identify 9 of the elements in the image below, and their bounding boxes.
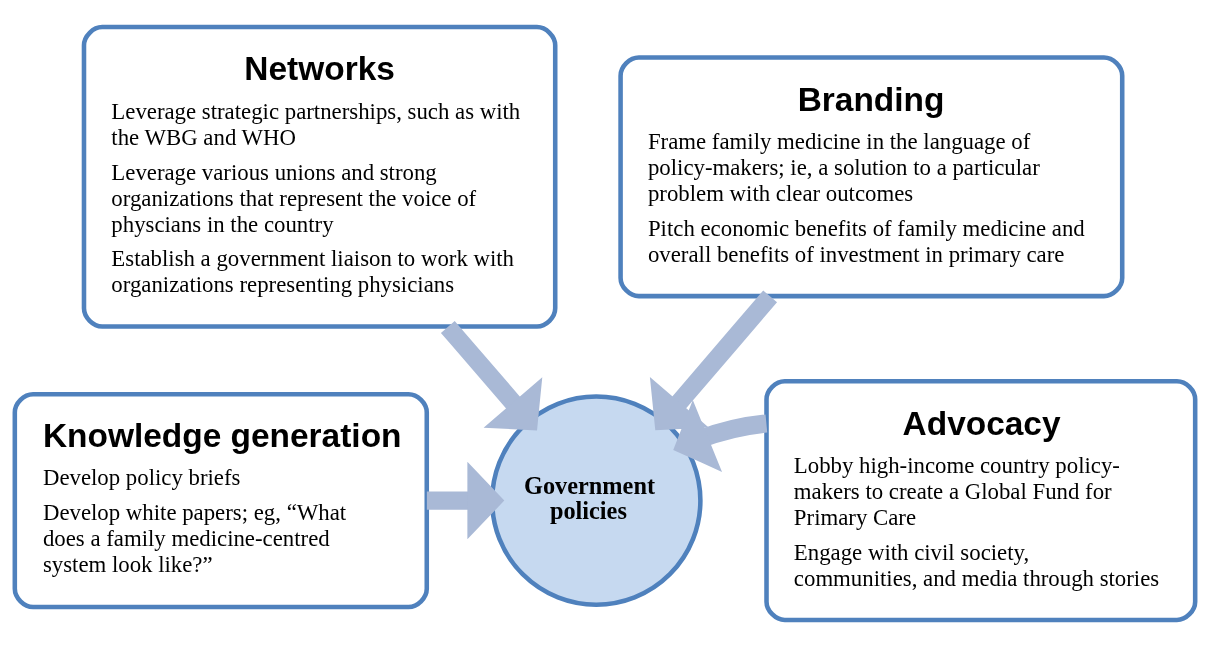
node-box: Advocacy Lobby high-income country policy-makers to create a Global Fund for Primary Care Engage with civil society, communities, and media through stories bbox=[764, 379, 1198, 623]
node-box: Networks Leverage strategic partnerships, such as with the WBG and WHO Leverage various unions and strong organizations that represent the voice of physcians in the country Establish a government liaison to work with organizations representing physicians bbox=[81, 24, 558, 329]
arrow bbox=[649, 290, 778, 431]
node-box: Knowledge generation Develop policy briefs Develop white papers; eg, “What does a family medicine-centred system look like?” bbox=[12, 391, 430, 610]
node-circle: Government policies bbox=[489, 394, 703, 607]
arrow bbox=[426, 461, 505, 540]
node-box: Branding Frame family medicine in the language of policy-makers; ie, a solution to a particular problem with clear outcomes Pitch economic benefits of family medicine and overall benefits of investment in primary care bbox=[618, 55, 1125, 299]
arrow bbox=[673, 400, 768, 472]
arrow bbox=[440, 321, 543, 431]
